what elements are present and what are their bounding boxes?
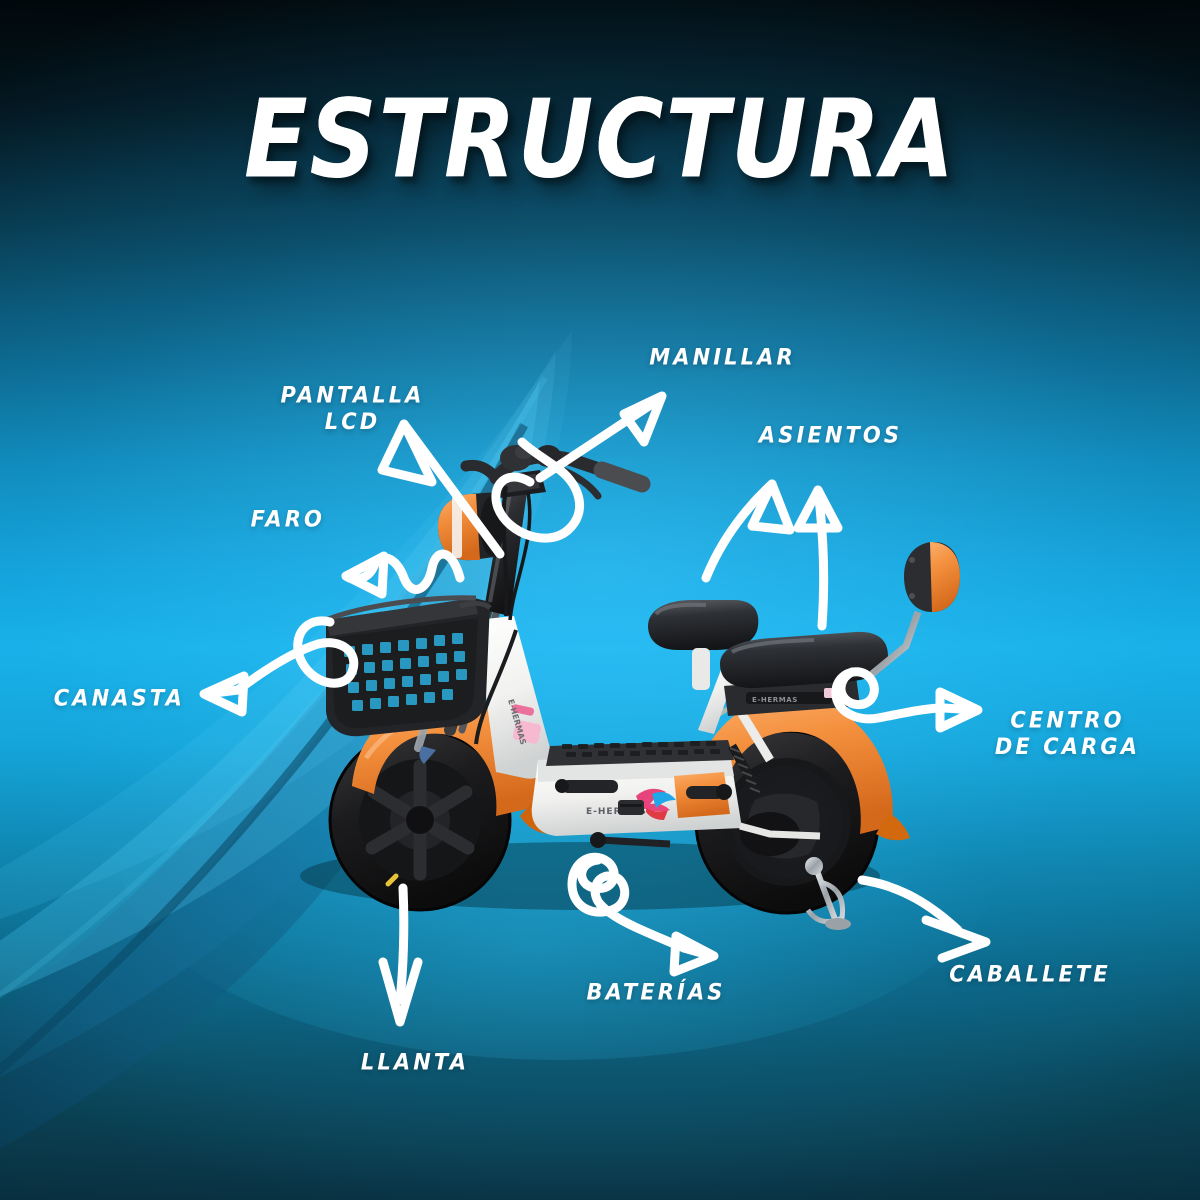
svg-text:E-HERMAS: E-HERMAS [586,807,647,817]
callout-label-baterias: BATERÍAS [586,979,726,1005]
svg-text:E-HERMAS: E-HERMAS [752,696,798,704]
steering-column [438,470,546,616]
callout-label-manillar: MANILLAR [649,344,796,370]
callout-label-asientos: ASIENTOS [758,422,903,448]
frame: E-HERMAS E-HERMAS [476,616,860,840]
callout-label-caballete: CABALLETE [949,961,1111,987]
callout-label-centro-de-carga: CENTRO DE CARGA [994,707,1141,760]
electric-scooter-illustration: E-HERMAS E-HERMAS [325,445,960,930]
callout-label-llanta: LLANTA [360,1049,470,1075]
callout-label-faro: FARO [250,506,325,532]
pedal-and-chain [590,743,762,848]
headlight [438,492,504,561]
front-basket [325,595,492,737]
callout-label-pantalla-lcd: PANTALLA LCD [280,382,425,435]
callout-label-canasta: CANASTA [53,685,185,711]
backrest [869,542,960,677]
front-seat [648,600,759,690]
rear-wheel [694,729,880,915]
brand-logo [636,788,676,820]
kickstand [805,857,851,930]
